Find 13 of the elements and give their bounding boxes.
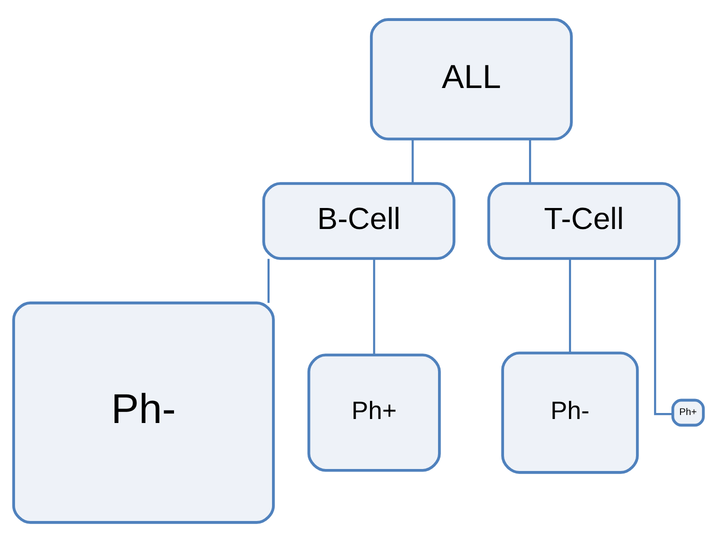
node-box: B-Cell [262,182,456,260]
node-box: Ph- [501,352,639,474]
node-box: T-Cell [487,182,680,260]
node-box: Ph+ [307,354,441,472]
connector [568,258,572,353]
connector [268,258,270,303]
node-box: Ph- [12,302,275,524]
connector [529,139,532,184]
connector [412,139,414,184]
node-box: Ph+ [671,398,705,427]
node-box: ALL [370,18,573,140]
connector [373,258,376,355]
connector [654,258,673,416]
